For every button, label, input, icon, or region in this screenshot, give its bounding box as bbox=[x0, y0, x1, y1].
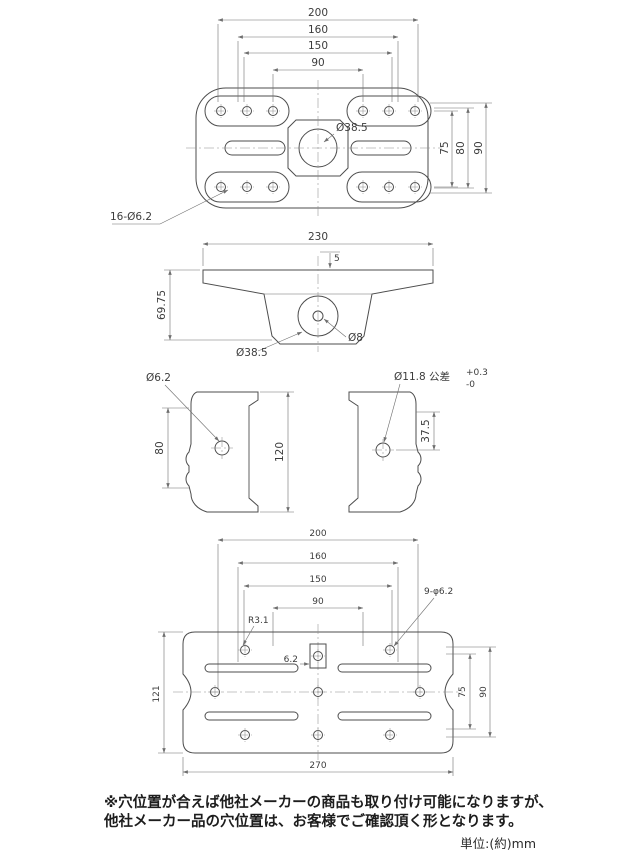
dim-front-230: 230 bbox=[308, 231, 328, 243]
label-6_2: 6.2 bbox=[284, 655, 298, 665]
bottom-view: 200 160 150 90 R3.1 9-φ6.2 6.2 121 75 bbox=[152, 529, 496, 776]
label-side-11_8: Ø11.8 公差 bbox=[394, 370, 450, 383]
label-tolerance-minus: -0 bbox=[466, 380, 475, 390]
dim-side-80: 80 bbox=[154, 441, 166, 454]
dim-top-150: 150 bbox=[308, 40, 328, 52]
label-tolerance-plus: +0.3 bbox=[466, 368, 488, 378]
label-front-38_5: Ø38.5 bbox=[236, 347, 268, 359]
side-view: 80 120 37.5 Ø6.2 Ø11.8 公差 +0.3 -0 bbox=[146, 368, 488, 513]
dim-top-90-right: 90 bbox=[473, 141, 485, 154]
dim-bottom-160: 160 bbox=[309, 552, 326, 562]
footnote-line-2: 他社メーカー品の穴位置は、お客様でご確認頂く形となります。 bbox=[104, 813, 523, 830]
label-side-6_2: Ø6.2 bbox=[146, 372, 171, 384]
dim-side-120: 120 bbox=[274, 442, 286, 462]
dim-bottom-200: 200 bbox=[309, 529, 326, 539]
label-16-holes: 16-Ø6.2 bbox=[110, 211, 152, 223]
dim-top-75: 75 bbox=[439, 141, 451, 154]
dim-bottom-270: 270 bbox=[309, 761, 326, 771]
label-center-hole: Ø38.5 bbox=[336, 122, 368, 134]
dim-bottom-90-right: 90 bbox=[479, 686, 489, 698]
top-view: 200 160 150 90 75 80 90 Ø38.5 16-Ø6.2 bbox=[110, 7, 492, 225]
dim-top-160: 160 bbox=[308, 24, 328, 36]
dim-bottom-121: 121 bbox=[152, 685, 162, 702]
label-r3_1: R3.1 bbox=[248, 616, 269, 626]
front-view: 230 5 69.75 Ø38.5 Ø8 bbox=[156, 231, 434, 359]
dim-top-90: 90 bbox=[311, 57, 324, 69]
dim-top-200: 200 bbox=[308, 7, 328, 19]
footnote-block: ※穴位置が合えば他社メーカーの商品も取り付け可能になりますが、 他社メーカー品の… bbox=[0, 794, 640, 852]
dim-bottom-75: 75 bbox=[458, 686, 468, 697]
dim-bottom-90: 90 bbox=[312, 597, 324, 607]
label-9-holes: 9-φ6.2 bbox=[424, 587, 453, 597]
footnote-line-1: ※穴位置が合えば他社メーカーの商品も取り付け可能になりますが、 bbox=[104, 795, 553, 811]
label-front-8: Ø8 bbox=[348, 332, 363, 344]
dim-bottom-150: 150 bbox=[309, 575, 326, 585]
unit-note: 単位:(約)mm bbox=[460, 836, 536, 852]
dim-top-80: 80 bbox=[455, 141, 467, 154]
dim-side-37_5: 37.5 bbox=[420, 419, 432, 442]
dim-front-69_75: 69.75 bbox=[156, 290, 168, 320]
dim-front-5: 5 bbox=[334, 254, 340, 264]
